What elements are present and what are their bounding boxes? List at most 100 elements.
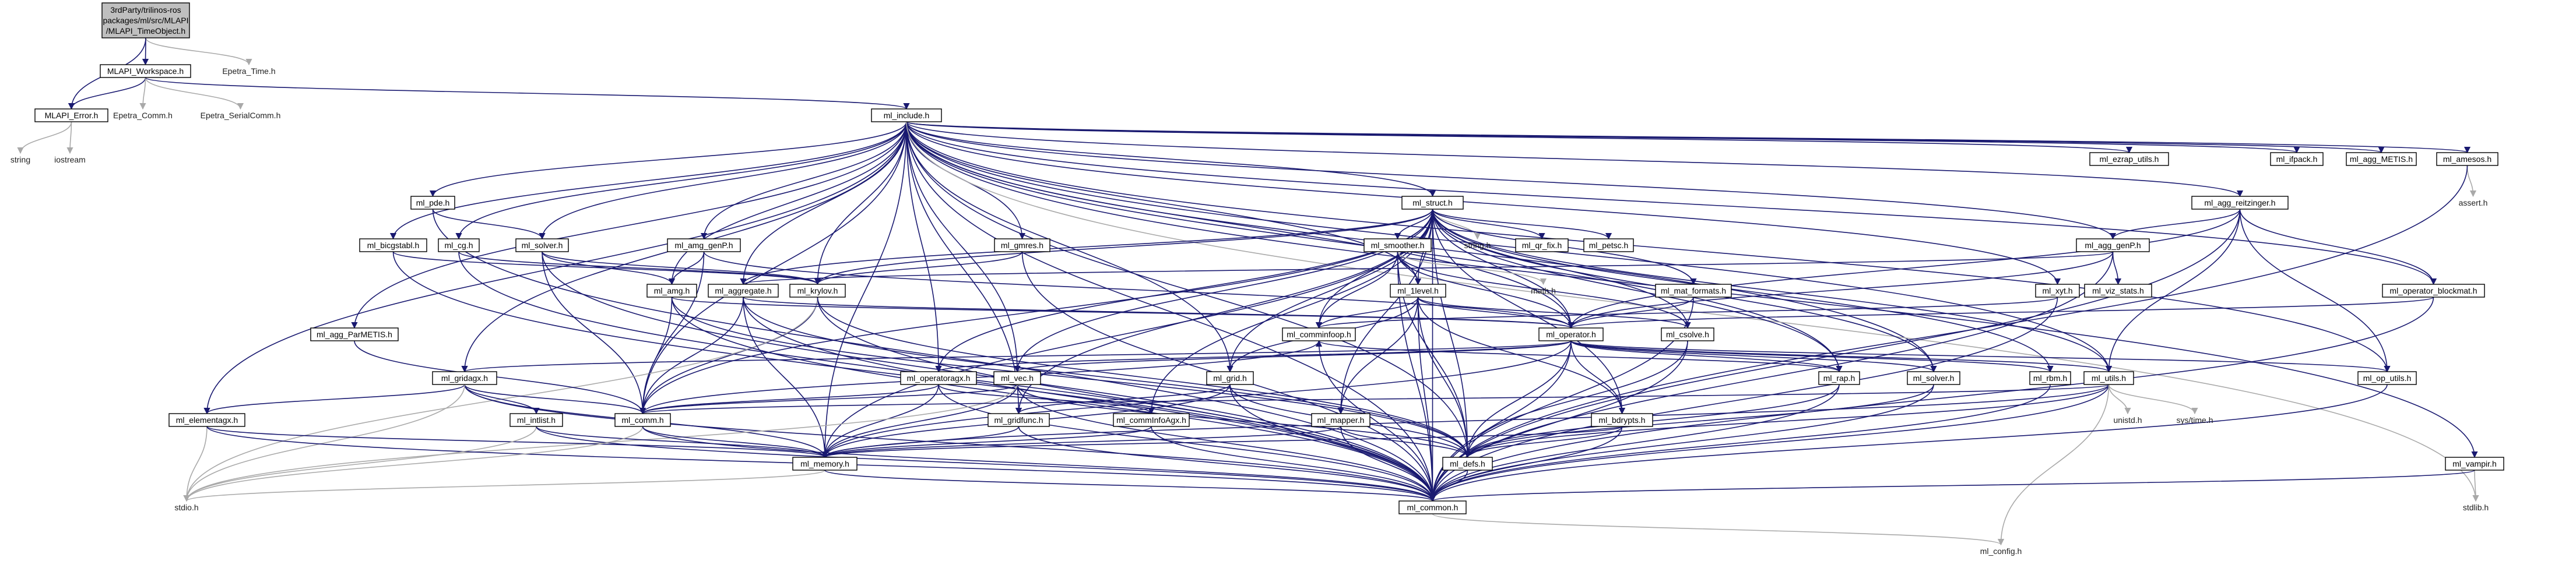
- node-ml-csolve[interactable]: ml_csolve.h: [1661, 327, 1714, 341]
- node-ml-ifpack[interactable]: ml_ifpack.h: [2270, 152, 2324, 166]
- node-label: ml_1level.h: [1397, 286, 1439, 295]
- node-ml-solver2[interactable]: ml_solver.h: [1907, 371, 1960, 385]
- node-box: [359, 238, 427, 252]
- node-ml-rbm[interactable]: ml_rbm.h: [2029, 371, 2071, 385]
- edge-ml_include-to-ml_op_utils: [906, 121, 2391, 373]
- node-ml-vampir[interactable]: ml_vampir.h: [2445, 457, 2504, 471]
- node-ml-xyt[interactable]: ml_xyt.h: [2035, 284, 2080, 298]
- node-ml-struct[interactable]: ml_struct.h: [1401, 196, 1464, 210]
- node-ml-gridagx[interactable]: ml_gridagx.h: [432, 371, 497, 385]
- node-ml-elementagx[interactable]: ml_elementagx.h: [168, 413, 245, 427]
- edge-ml_xyt-to-ml_common: [1429, 297, 2058, 502]
- edge-ml_struct-to-ml_memory: [821, 209, 1433, 458]
- node-ml-rap[interactable]: ml_rap.h: [1818, 371, 1860, 385]
- node-ml-qr-fix[interactable]: ml_qr_fix.h: [1515, 238, 1569, 252]
- node-box: [2083, 371, 2134, 385]
- node-label: stdlib.h: [2463, 503, 2489, 512]
- edge-ml_agg_reitzinger-to-ml_agg_genP: [2109, 209, 2241, 240]
- node-box: [789, 284, 846, 298]
- edge-path: [1397, 251, 1691, 329]
- node-ml-comminfoop[interactable]: ml_comminfoop.h: [1282, 327, 1356, 341]
- node-ml-krylov[interactable]: ml_krylov.h: [789, 284, 846, 298]
- edge-ml_commtmage-to-ml_common: [1151, 426, 1436, 502]
- node-epetra-serialcomm: Epetra_SerialComm.h: [201, 111, 281, 120]
- node-ml-solver[interactable]: ml_solver.h: [515, 238, 569, 252]
- node-ml-gridfunc[interactable]: ml_gridfunc.h: [987, 413, 1050, 427]
- node-ml-agg-reitzinger[interactable]: ml_agg_reitzinger.h: [2191, 196, 2289, 210]
- node-ml-cg[interactable]: ml_cg.h: [438, 238, 480, 252]
- node-ml-smoother[interactable]: ml_smoother.h: [1363, 238, 1432, 252]
- edge-path: [639, 251, 705, 415]
- node-label: ml_solver.h: [1913, 373, 1955, 383]
- node-ml-bdrypts[interactable]: ml_bdrypts.h: [1591, 413, 1653, 427]
- node-label: ml_ifpack.h: [2276, 154, 2318, 164]
- node-ml-amg-genP[interactable]: ml_amg_genP.h: [667, 238, 741, 252]
- node-box: [1515, 238, 1569, 252]
- node-ml-1level[interactable]: ml_1level.h: [1390, 284, 1446, 298]
- edge-path: [821, 384, 1018, 458]
- node-ml-grid[interactable]: ml_grid.h: [1206, 371, 1254, 385]
- edge-path: [68, 77, 146, 110]
- node-ml-commtmage[interactable]: ml_commInfoAgx.h: [1113, 413, 1190, 427]
- node-ml-bicgstabl[interactable]: ml_bicgstabl.h: [359, 238, 427, 252]
- edge-path: [1570, 340, 1626, 415]
- node-label: ml_aggregate.h: [715, 286, 771, 295]
- edge-path: [542, 251, 821, 285]
- node-ml-defs[interactable]: ml_defs.h: [1442, 457, 1493, 471]
- edge-ml_agg_parmetis-to-ml_comm: [354, 340, 646, 415]
- node-mlapi-error[interactable]: MLAPI_Error.h: [34, 108, 108, 122]
- edge-ml_include-to-ml_grid: [906, 121, 1233, 373]
- edge-path: [821, 340, 1572, 458]
- node-ml-include[interactable]: ml_include.h: [871, 108, 942, 122]
- edge-ml_smoother-to-math: [1397, 251, 1547, 285]
- edge-path: [642, 426, 1436, 502]
- node-ml-petsc[interactable]: ml_petsc.h: [1583, 238, 1634, 252]
- node-ml-ezrap-utils[interactable]: ml_ezrap_utils.h: [2089, 152, 2169, 166]
- node-ml-vcl-stats[interactable]: ml_viz_stats.h: [2084, 284, 2152, 298]
- edge-path: [821, 209, 1433, 458]
- node-box: [2445, 457, 2504, 471]
- node-box: [1442, 457, 1493, 471]
- edge-ml_rap-to-ml_comminfoop: [1316, 340, 1840, 372]
- node-ml-mapper[interactable]: ml_mapper.h: [1311, 413, 1370, 427]
- edge-ml_utils-to-ml_comm: [639, 384, 2110, 415]
- edge-path: [203, 384, 465, 415]
- node-ml-intlist[interactable]: ml_intlist.h: [509, 413, 563, 427]
- node-ml-agg-genP[interactable]: ml_agg_genP.h: [2076, 238, 2150, 252]
- node-ml-comm[interactable]: ml_comm.h: [614, 413, 671, 427]
- edge-path: [1337, 297, 1419, 415]
- node-ml-amesos[interactable]: ml_amesos.h: [2436, 152, 2498, 166]
- node-label: ml_comm.h: [621, 415, 663, 425]
- node-ml-op-utils[interactable]: ml_op_utils.h: [2357, 371, 2417, 385]
- edge-ml_operator-to-ml_gridagx: [462, 340, 1572, 373]
- node-ml-agg-metis[interactable]: ml_agg_METIS.h: [2346, 152, 2417, 166]
- edge-path: [906, 121, 1022, 415]
- node-box: [2029, 371, 2071, 385]
- node-box: [1113, 413, 1190, 427]
- node-ml-operator-blockmat[interactable]: ml_operator_blockmat.h: [2382, 284, 2485, 298]
- node-workspace[interactable]: MLAPI_Workspace.h: [100, 64, 191, 78]
- node-ml-agg-parmetis[interactable]: ml_agg_ParMETIS.h: [310, 327, 399, 341]
- node-ml-mat-formats[interactable]: ml_mat_formats.h: [1655, 284, 1732, 298]
- edge-path: [671, 297, 1575, 329]
- edge-path: [1464, 426, 1623, 458]
- node-ml-common[interactable]: ml_common.h: [1398, 500, 1467, 514]
- node-ml-amg[interactable]: ml_amg.h: [646, 284, 697, 298]
- node-epetra-time: Epetra_Time.h: [222, 66, 275, 76]
- node-iostream: iostream: [54, 155, 86, 164]
- edge-path: [183, 426, 644, 502]
- edge-ml_include-to-ml_aggregate: [740, 121, 907, 285]
- node-ml-aggregate[interactable]: ml_aggregate.h: [708, 284, 779, 298]
- node-ml-vec[interactable]: ml_vec.h: [993, 371, 1041, 385]
- edge-ml_utils-to-ml_config: [1997, 384, 2110, 546]
- node-ml-gmres[interactable]: ml_gmres.h: [994, 238, 1050, 252]
- edge-path: [1394, 209, 1433, 240]
- node-ml-operatoragx[interactable]: ml_operatoragx.h: [900, 371, 977, 385]
- node-ml-pde[interactable]: ml_pde.h: [410, 196, 455, 210]
- edge-path: [1570, 340, 1937, 373]
- edge-ml_include-to-ml_operatoragx: [906, 121, 942, 373]
- edge-path: [2108, 384, 2198, 415]
- node-ml-memory[interactable]: ml_memory.h: [792, 457, 858, 471]
- node-ml-utils[interactable]: ml_utils.h: [2083, 371, 2134, 385]
- node-ml-operator[interactable]: ml_operator.h: [1538, 327, 1604, 341]
